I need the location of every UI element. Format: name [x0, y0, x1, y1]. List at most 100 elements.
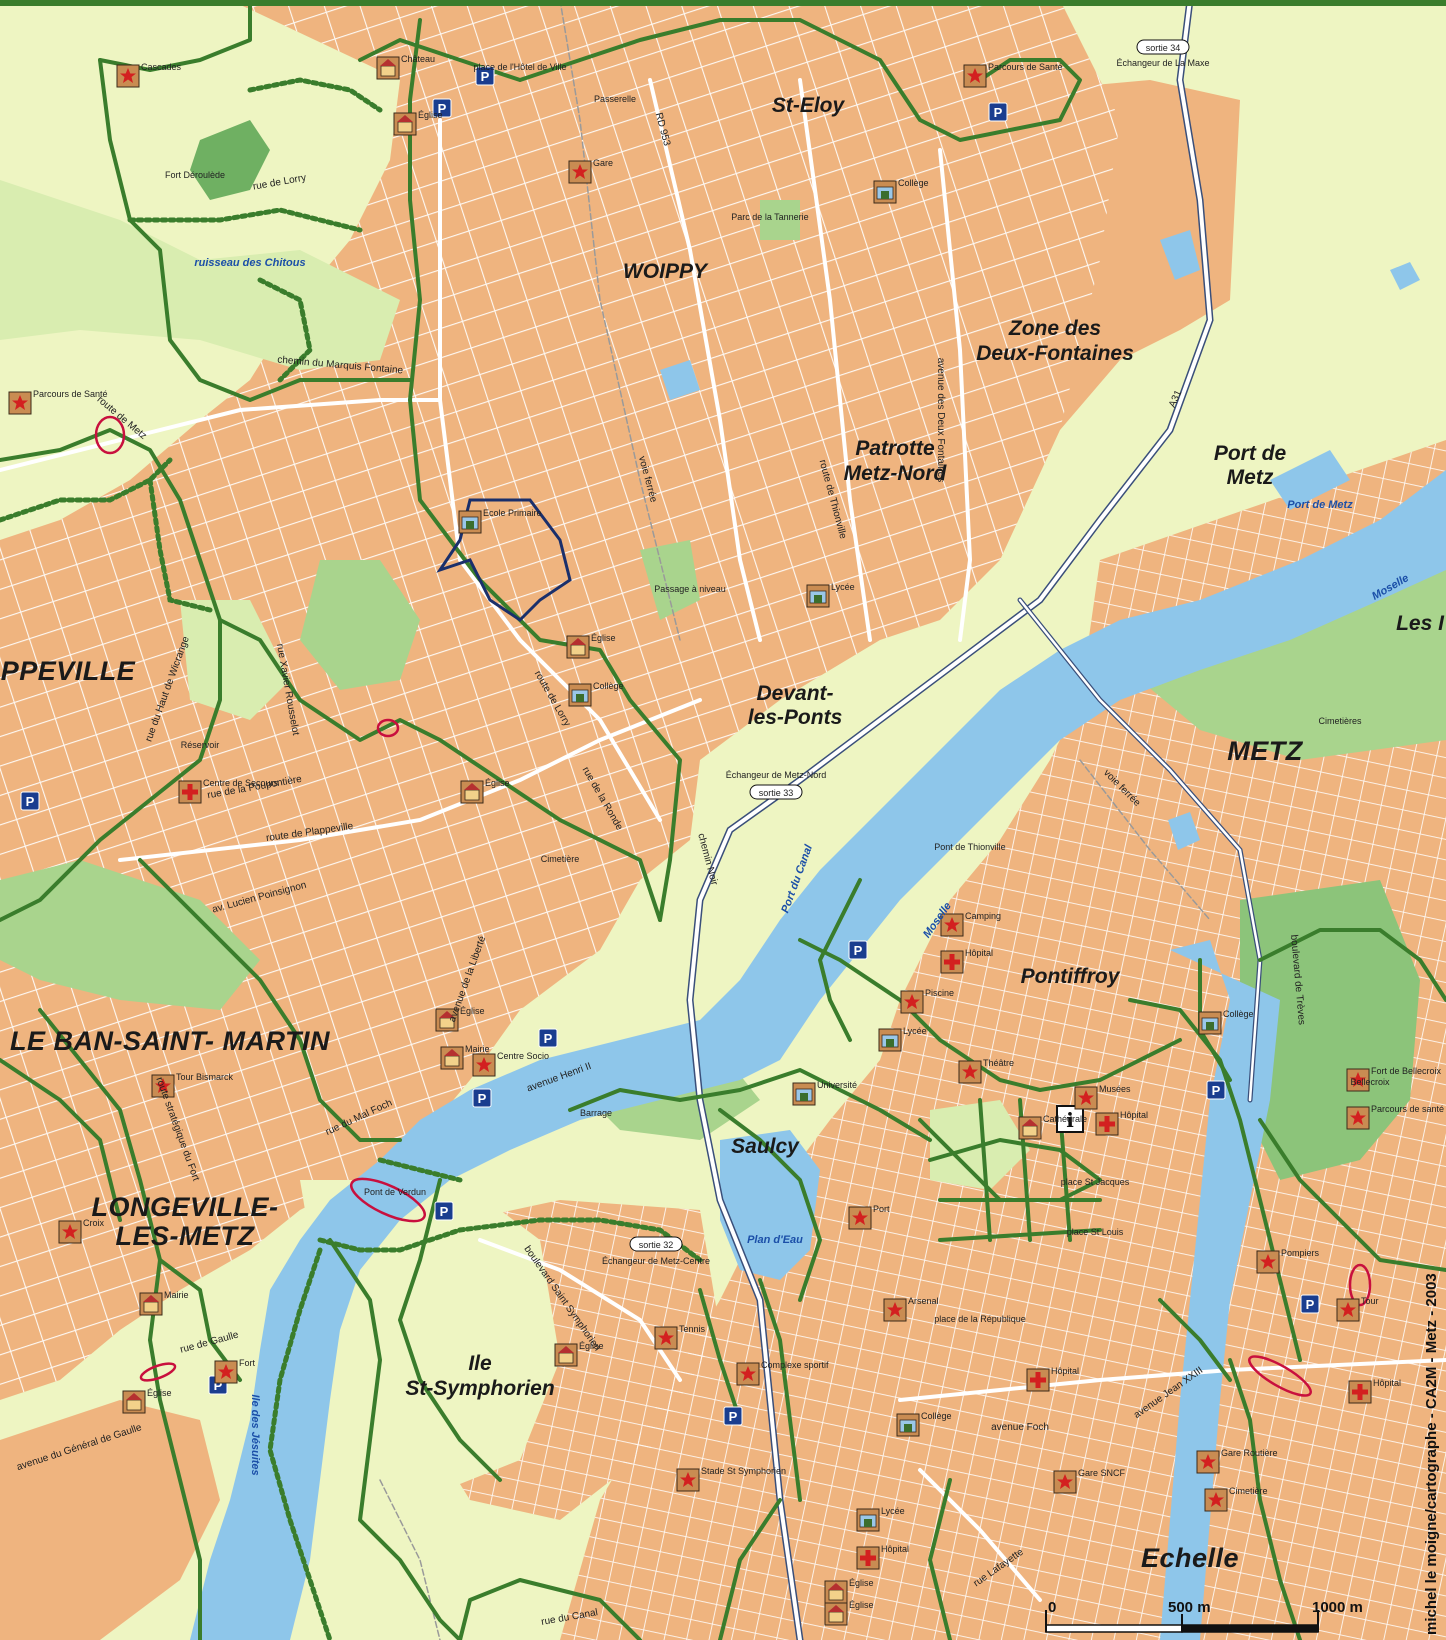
poi-star-icon[interactable]: Parcours de Santé	[963, 62, 1063, 88]
exit-note: Échangeur de Metz-Centre	[602, 1256, 710, 1266]
parking-icon[interactable]: P	[848, 940, 868, 960]
poi-label: Piscine	[925, 988, 954, 998]
poi-star-icon[interactable]: Fort de Bellecroix	[1346, 1066, 1442, 1092]
note-t13: place de l'Hôtel de Ville	[473, 62, 566, 72]
parking-icon[interactable]: P	[434, 1201, 454, 1221]
poi-church-icon[interactable]: Église	[122, 1388, 172, 1414]
poi-label: Gare	[593, 158, 613, 168]
parking-icon[interactable]: P	[472, 1088, 492, 1108]
place-label-longeville-2: LES-METZ	[116, 1221, 256, 1251]
poi-label: Arsenal	[908, 1296, 939, 1306]
poi-label: Ecole Primaire	[483, 508, 542, 518]
poi-label: Pompiers	[1281, 1248, 1320, 1258]
parking-letter: P	[729, 1409, 738, 1424]
poi-school-icon[interactable]: Lycée	[878, 1026, 927, 1052]
poi-church-icon[interactable]: Église	[566, 633, 616, 659]
poi-church-icon[interactable]: Mairie	[440, 1044, 490, 1070]
poi-star-icon[interactable]: Stade St Symphorien	[676, 1466, 786, 1492]
exit-note: Échangeur de La Maxe	[1116, 58, 1209, 68]
info-icon: i	[1066, 1108, 1074, 1132]
poi-label: Mairie	[164, 1290, 189, 1300]
poi-school-icon[interactable]: Université	[792, 1080, 857, 1106]
parking-icon[interactable]: P	[475, 66, 495, 86]
poi-label: Fort	[239, 1358, 256, 1368]
parking-icon[interactable]: P	[1206, 1080, 1226, 1100]
poi-school-icon[interactable]: Collège	[896, 1411, 952, 1437]
poi-star-icon[interactable]: Parcours de santé	[1346, 1104, 1444, 1130]
note-t9: place St Louis	[1067, 1227, 1124, 1237]
street-label-s11: avenue Foch	[991, 1422, 1049, 1433]
poi-church-icon[interactable]: Château	[376, 54, 435, 80]
parking-letter: P	[440, 1204, 449, 1219]
poi-school-icon[interactable]: Lycée	[856, 1506, 905, 1532]
poi-cross-icon[interactable]: Hôpital	[1026, 1366, 1079, 1392]
poi-star-icon[interactable]: Piscine	[900, 988, 954, 1014]
poi-star-icon[interactable]: Musées	[1074, 1084, 1131, 1110]
parking-letter: P	[1306, 1297, 1315, 1312]
poi-cross-icon[interactable]: Hôpital	[1348, 1378, 1401, 1404]
note-t4: Cimetière	[541, 854, 580, 864]
poi-star-icon[interactable]: Gare SNCF	[1053, 1468, 1126, 1494]
poi-star-icon[interactable]: Tour Bismarck	[151, 1072, 234, 1098]
poi-star-icon[interactable]: Gare Routière	[1196, 1448, 1278, 1474]
dotted-trails	[0, 77, 703, 1640]
poi-school-icon[interactable]: Ecole Primaire	[458, 508, 542, 534]
poi-label: Collège	[593, 681, 624, 691]
poi-star-icon[interactable]: Camping	[940, 911, 1001, 937]
poi-label: Hôpital	[1120, 1110, 1148, 1120]
parking-letter: P	[26, 794, 35, 809]
poi-cross-icon[interactable]: Hôpital	[940, 948, 993, 974]
parking-icon[interactable]: P	[538, 1028, 558, 1048]
water-label-ruisseau: ruisseau des Chitous	[194, 257, 305, 269]
poi-school-icon[interactable]: Lycée	[806, 582, 855, 608]
street-label-s14: avenue des Deux Fontaines	[935, 358, 946, 483]
note-t12: Fort Déroulède	[165, 170, 225, 180]
poi-star-icon[interactable]: Centre Socio	[472, 1051, 549, 1077]
poi-star-icon[interactable]: Tennis	[654, 1324, 706, 1350]
poi-star-icon[interactable]: Complexe sportif	[736, 1360, 829, 1386]
poi-star-icon[interactable]: Théâtre	[958, 1058, 1014, 1084]
parking-icon[interactable]: P	[723, 1406, 743, 1426]
parking-icon[interactable]: P	[988, 102, 1008, 122]
poi-star-icon[interactable]: Parcours de Santé	[8, 389, 108, 415]
poi-star-icon[interactable]: Port	[848, 1204, 890, 1230]
poi-church-icon[interactable]: Église	[393, 110, 443, 136]
parking-icon[interactable]: P	[432, 98, 452, 118]
poi-church-icon[interactable]: Église	[460, 778, 510, 804]
poi-star-icon[interactable]: Cimetière	[1204, 1486, 1268, 1512]
poi-star-icon[interactable]: Tour	[1336, 1296, 1379, 1322]
poi-cross-icon[interactable]: Hôpital	[856, 1544, 909, 1570]
parking-icon[interactable]: P	[20, 791, 40, 811]
poi-star-icon[interactable]: Arsenal	[883, 1296, 939, 1322]
place-label-zone-2: Deux-Fontaines	[976, 342, 1134, 365]
note-t2: Cimetières	[1318, 716, 1362, 726]
poi-cross-icon[interactable]: Centre de Secours	[178, 778, 279, 804]
poi-church-icon[interactable]: Église	[435, 1006, 485, 1032]
water-label-ile-des-jesuites: Ile des Jésuites	[249, 1394, 261, 1475]
poi-label: Centre Socio	[497, 1051, 549, 1061]
poi-school-icon[interactable]: Collège	[568, 681, 624, 707]
poi-star-icon[interactable]: Pompiers	[1256, 1248, 1320, 1274]
poi-church-icon[interactable]: Église	[554, 1341, 604, 1367]
place-label-les-i: Les I	[1396, 612, 1445, 635]
scale-zero: 0	[1048, 1599, 1056, 1616]
poi-school-icon[interactable]: Collège	[873, 178, 929, 204]
poi-church-icon[interactable]: Mairie	[139, 1290, 189, 1316]
note-t10: Pont de Thionville	[934, 842, 1005, 852]
tourist-info-sign[interactable]: i	[1056, 1105, 1084, 1133]
poi-church-icon[interactable]: Cathédrale	[1018, 1114, 1087, 1140]
poi-label: Collège	[921, 1411, 952, 1421]
scale-mid: 500 m	[1168, 1599, 1211, 1616]
poi-cross-icon[interactable]: Hôpital	[1095, 1110, 1148, 1136]
poi-school-icon[interactable]: Collège	[1198, 1009, 1254, 1035]
poi-star-icon[interactable]: Cascades	[116, 62, 182, 88]
poi-star-icon[interactable]: Croix	[58, 1218, 105, 1244]
poi-church-icon[interactable]: Église	[824, 1578, 874, 1604]
parking-letter: P	[481, 69, 490, 84]
poi-star-icon[interactable]: Gare	[568, 158, 613, 184]
poi-star-icon[interactable]: Fort	[214, 1358, 256, 1384]
parking-icon[interactable]: P	[1300, 1294, 1320, 1314]
